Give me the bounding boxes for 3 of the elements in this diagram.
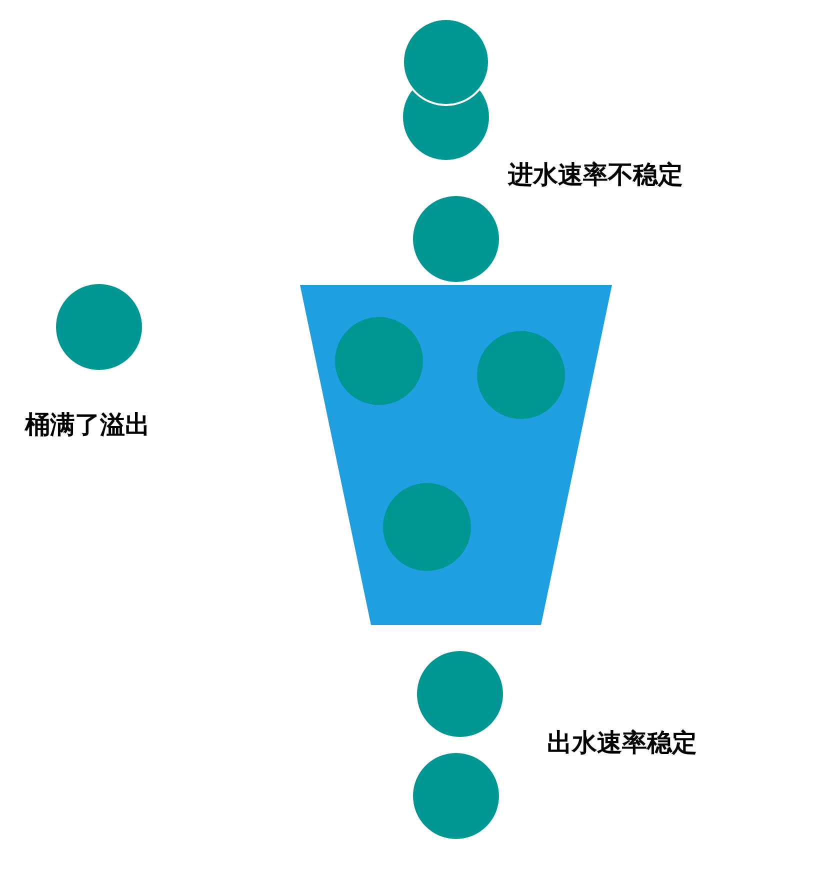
annotation-text: 出水速率稳定 [547, 728, 697, 758]
annotation-text: 进水速率不稳定 [508, 160, 683, 190]
annotation-text: 桶满了溢出 [25, 410, 150, 440]
